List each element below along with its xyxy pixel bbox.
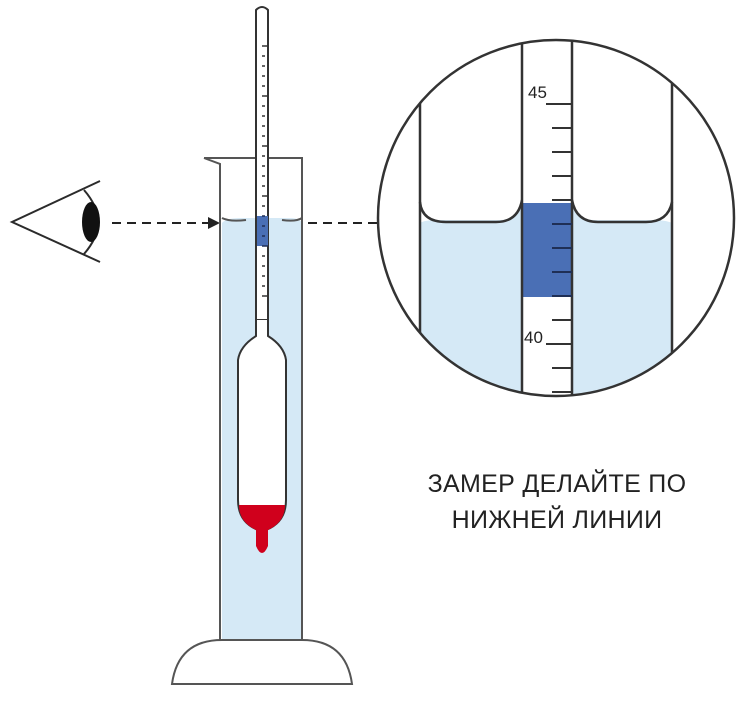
- sight-arrow: [208, 217, 220, 229]
- graduated-cylinder: [203, 157, 303, 640]
- ballast: [239, 505, 285, 553]
- scale-label-45: 45: [528, 83, 547, 102]
- instruction-caption: ЗАМЕР ДЕЛАЙТЕ ПО НИЖНЕЙ ЛИНИИ: [392, 466, 722, 538]
- cylinder-base: [170, 639, 354, 685]
- zoom-highlight: [522, 203, 572, 297]
- zoom-circle-border: [376, 38, 736, 398]
- caption-line-2: НИЖНЕЙ ЛИНИИ: [451, 506, 663, 534]
- stem-highlight: [257, 216, 268, 246]
- eye-icon: [9, 180, 101, 263]
- hydrometer: [237, 6, 287, 553]
- scale-label-40: 40: [524, 328, 543, 347]
- caption-line-1: ЗАМЕР ДЕЛАЙТЕ ПО: [427, 470, 687, 498]
- zoom-view: 45 40: [378, 40, 734, 396]
